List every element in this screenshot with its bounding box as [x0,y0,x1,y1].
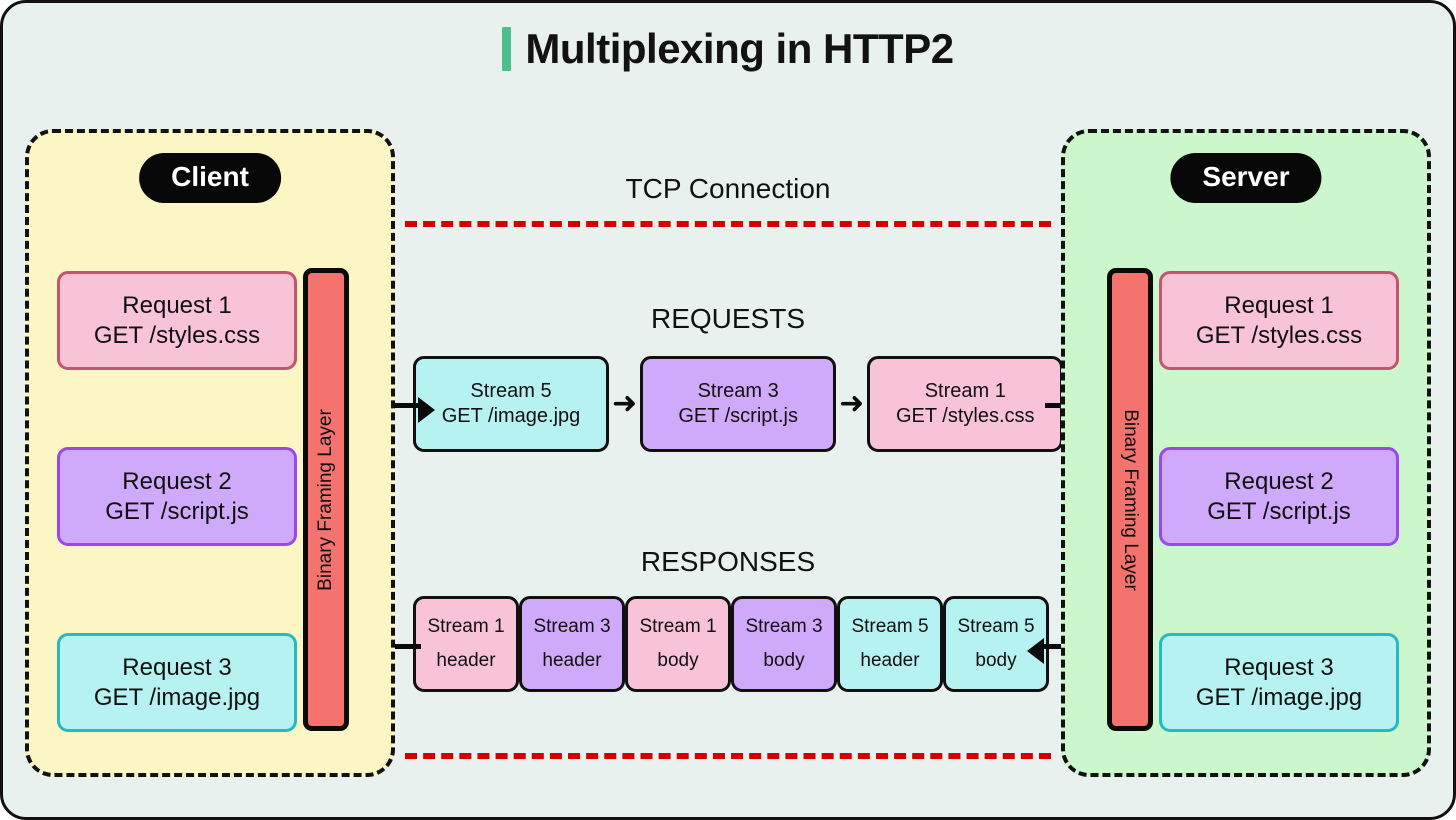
requests-stream-row: Stream 5 GET /image.jpg ➜ Stream 3 GET /… [413,356,1064,452]
tcp-boundary-line-top [405,221,1051,227]
server-request-box: Request 2 GET /script.js [1159,447,1399,546]
responses-frame-row: Stream 1 header Stream 3 header Stream 1… [413,596,1049,692]
response-frame-box: Stream 1 body [625,596,731,692]
stream-box: Stream 3 GET /script.js [640,356,837,452]
server-request-line2: GET /styles.css [1195,321,1363,349]
client-request-line1: Request 2 [122,468,232,496]
client-request-box: Request 1 GET /styles.css [57,271,297,370]
client-request-box: Request 3 GET /image.jpg [57,633,297,732]
stream-box: Stream 1 GET /styles.css [867,356,1064,452]
response-frame-line2: header [436,650,496,671]
client-request-line2: GET /styles.css [93,321,261,349]
server-request-line1: Request 3 [1224,654,1334,682]
response-frame-line1: Stream 3 [533,616,611,637]
server-binary-framing-layer: Binary Framing Layer [1107,268,1153,731]
requests-section-label: REQUESTS [650,303,806,334]
response-frame-line2: header [860,650,920,671]
response-frame-box: Stream 5 header [837,596,943,692]
stream-box: Stream 5 GET /image.jpg [413,356,609,452]
stream-box-line2: GET /script.js [678,405,798,427]
response-frame-line1: Stream 1 [427,616,505,637]
arrow-client-to-requests-icon [375,397,435,423]
response-frame-box: Stream 3 body [731,596,837,692]
title-text: Multiplexing in HTTP2 [525,25,954,72]
server-binary-framing-layer-label: Binary Framing Layer [1120,408,1141,591]
client-binary-framing-layer-label: Binary Framing Layer [315,408,336,591]
client-request-box: Request 2 GET /script.js [57,447,297,546]
response-frame-line2: body [763,650,805,671]
response-frame-line1: Stream 5 [957,616,1035,637]
flow-arrow-right-icon: ➜ [839,386,865,421]
stream-box-line1: Stream 1 [924,380,1006,402]
stream-box-line1: Stream 5 [470,380,552,402]
server-panel: Server Request 1 GET /styles.css Request… [1061,129,1431,777]
response-frame-box: Stream 1 header [413,596,519,692]
response-frame-box: Stream 3 header [519,596,625,692]
server-request-line1: Request 1 [1224,292,1334,320]
tcp-boundary-line-bottom [405,753,1051,759]
stream-box-line1: Stream 3 [697,380,779,402]
server-request-box: Request 1 GET /styles.css [1159,271,1399,370]
tcp-connection-label: TCP Connection [625,173,831,204]
response-frame-line2: body [657,650,699,671]
client-request-line2: GET /script.js [105,497,249,525]
page-title: Multiplexing in HTTP2 [3,25,1453,73]
server-request-line2: GET /image.jpg [1195,683,1363,711]
responses-section-label: RESPONSES [640,546,816,577]
client-request-line2: GET /image.jpg [93,683,261,711]
stream-box-line2: GET /styles.css [896,405,1035,427]
response-frame-line1: Stream 5 [851,616,929,637]
stream-box-line2: GET /image.jpg [441,405,581,427]
response-frame-line2: body [975,650,1017,671]
server-badge: Server [1170,153,1322,203]
response-frame-line2: header [542,650,602,671]
server-request-line2: GET /script.js [1207,497,1351,525]
client-binary-framing-layer: Binary Framing Layer [303,268,349,731]
response-frame-line1: Stream 1 [639,616,717,637]
flow-arrow-right-icon: ➜ [612,386,638,421]
response-frame-line1: Stream 3 [745,616,823,637]
title-accent-bar [502,27,512,71]
client-badge: Client [139,153,281,203]
client-request-line1: Request 1 [122,292,232,320]
server-request-box: Request 3 GET /image.jpg [1159,633,1399,732]
server-request-line1: Request 2 [1224,468,1334,496]
client-request-line1: Request 3 [122,654,232,682]
client-panel: Client Request 1 GET /styles.css Request… [25,129,395,777]
